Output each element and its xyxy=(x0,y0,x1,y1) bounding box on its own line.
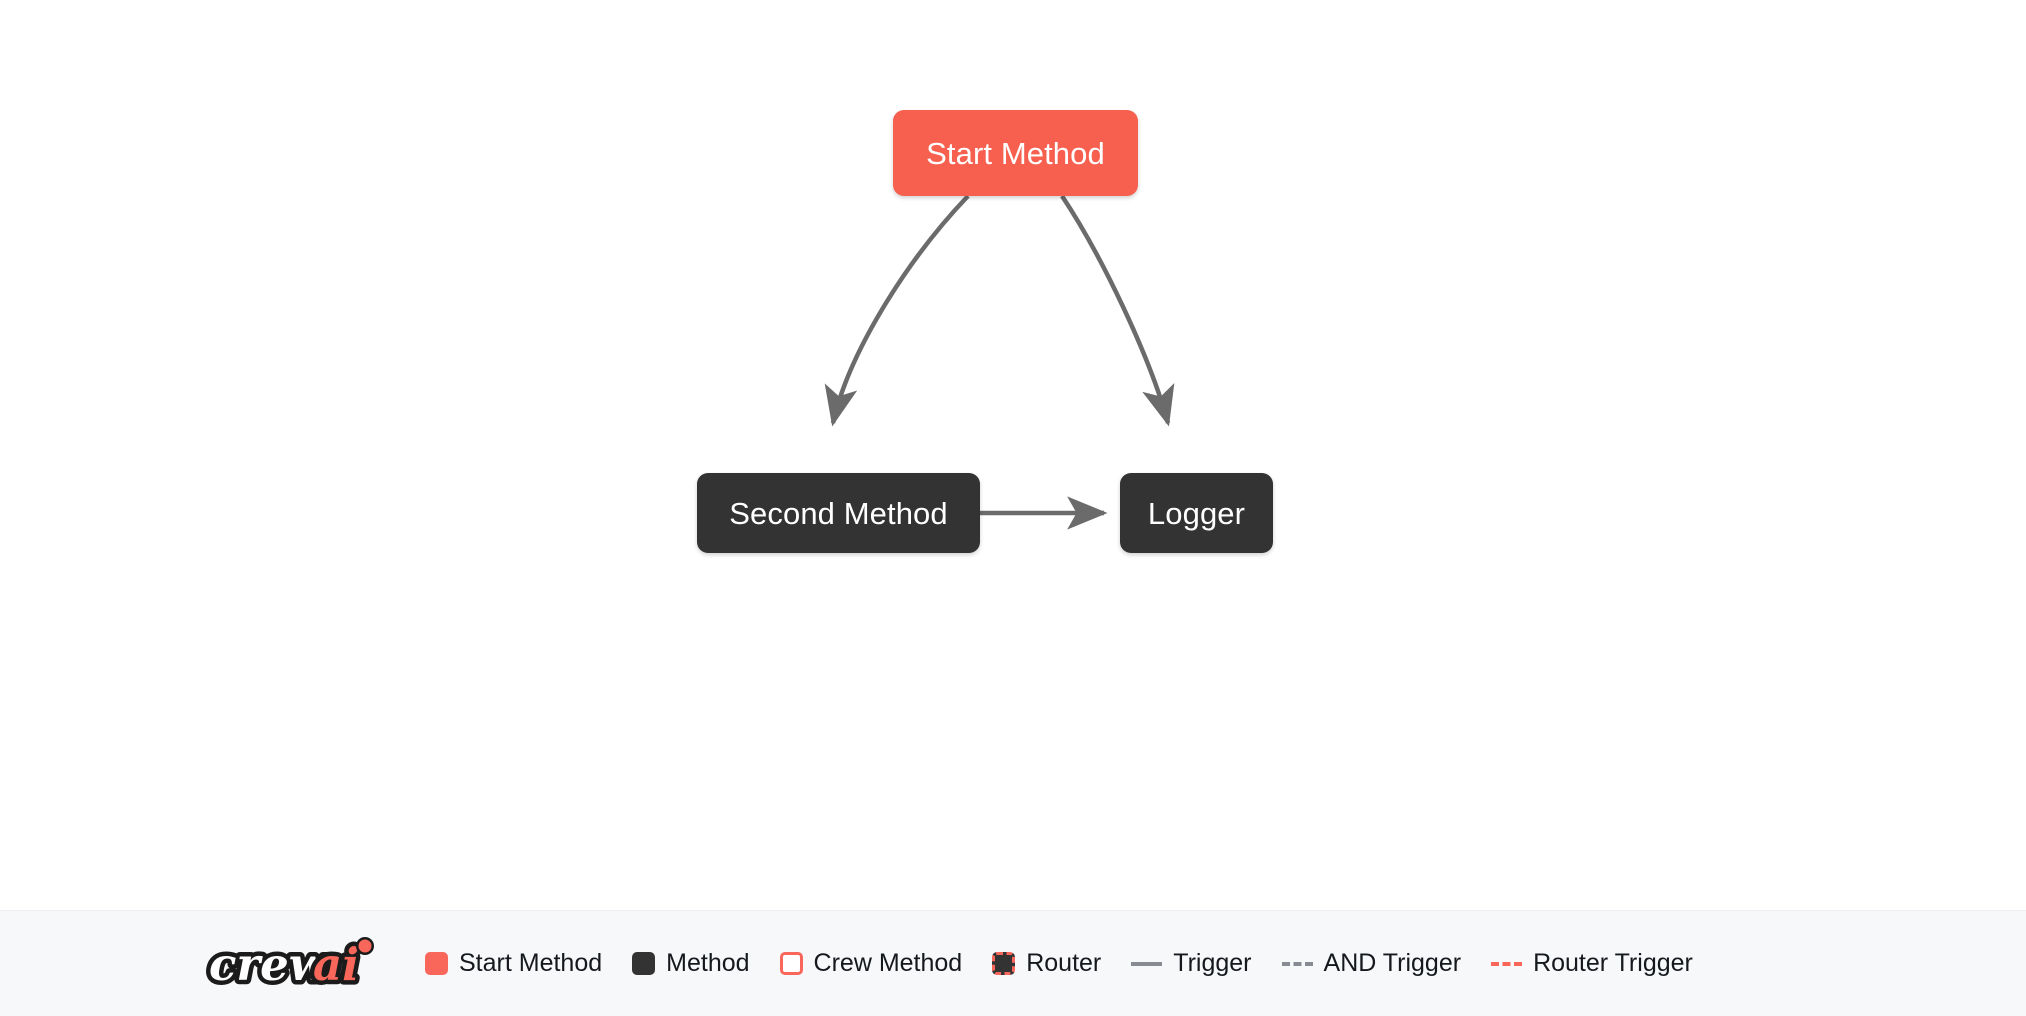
edge-start-to-second xyxy=(824,194,970,427)
legend-item-list: Start Method Method Crew Method Router T… xyxy=(425,951,1693,976)
logo-text-accent: ai xyxy=(313,938,359,991)
line-dashed-red-icon xyxy=(1491,961,1523,966)
flow-canvas[interactable]: Start Method Second Method Logger xyxy=(0,0,2026,910)
legend-item-trigger: Trigger xyxy=(1131,949,1252,977)
legend-item-router-trigger: Router Trigger xyxy=(1491,951,1693,976)
flow-node-logger[interactable]: Logger xyxy=(1120,473,1273,553)
square-filled-red-icon xyxy=(425,952,448,975)
flow-node-start-method[interactable]: Start Method xyxy=(893,110,1138,196)
legend-item-label: Start Method xyxy=(459,949,603,977)
legend-bar: crew crew ai ai Start Method Method Crew… xyxy=(0,910,2026,1016)
legend-item-label: Router Trigger xyxy=(1533,949,1693,977)
flow-node-second-method[interactable]: Second Method xyxy=(697,473,980,553)
logo-text-primary: crew xyxy=(209,938,330,991)
flow-node-label: Second Method xyxy=(729,495,948,531)
legend-item-method: Method xyxy=(632,949,750,977)
legend-item-label: Trigger xyxy=(1173,949,1252,977)
crewai-logo: crew crew ai ai xyxy=(205,933,374,995)
legend-item-router: Router xyxy=(992,951,1101,976)
edge-start-to-logger xyxy=(1060,194,1175,427)
line-dashed-gray-icon xyxy=(1281,961,1313,966)
legend-item-label: Crew Method xyxy=(813,949,963,977)
line-solid-gray-icon xyxy=(1131,961,1163,966)
square-filled-dark-icon xyxy=(632,952,656,975)
legend-item-and-trigger: AND Trigger xyxy=(1281,949,1462,977)
legend-item-label: Method xyxy=(666,949,750,977)
legend-item-start-method: Start Method xyxy=(425,951,602,976)
legend-item-label: AND Trigger xyxy=(1323,949,1462,977)
square-dashed-red-icon xyxy=(992,952,1016,975)
svg-text:crew: crew xyxy=(209,938,330,991)
flow-node-label: Logger xyxy=(1147,495,1246,531)
flow-node-label: Start Method xyxy=(926,135,1105,171)
svg-text:ai: ai xyxy=(313,938,359,991)
legend-item-label: Router xyxy=(1026,949,1102,977)
square-outline-red-icon xyxy=(779,952,803,975)
legend-item-crew-method: Crew Method xyxy=(779,949,963,977)
